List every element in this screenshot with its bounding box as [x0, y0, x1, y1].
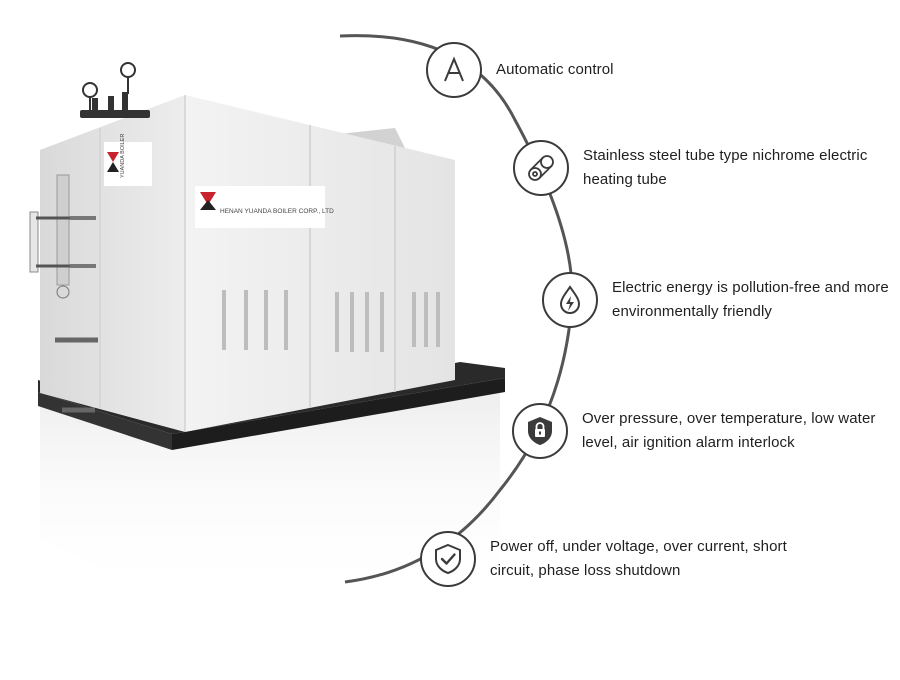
feature-protection-shutdown: Power off, under voltage, over current, …: [420, 531, 810, 587]
water-level-column: [29, 174, 98, 413]
shield-check-icon: [420, 531, 476, 587]
letter-a-icon: [426, 42, 482, 98]
side-brand-plate: YUANDA BOILER: [104, 134, 152, 186]
feature-alarm-interlock: Over pressure, over temperature, low wat…: [512, 403, 892, 459]
feature-automatic-control: Automatic control: [426, 42, 614, 98]
pressure-gauge-left: [82, 82, 98, 98]
lightning-drop-icon: [542, 272, 598, 328]
feature-text: Stainless steel tube type nichrome elect…: [583, 147, 868, 188]
heating-tube-icon: [513, 140, 569, 196]
feature-heating-tube: Stainless steel tube type nichrome elect…: [513, 140, 893, 196]
floor-reflection: [40, 390, 500, 600]
feature-text: Electric energy is pollution-free and mo…: [612, 279, 889, 320]
feature-text: Over pressure, over temperature, low wat…: [582, 410, 876, 451]
front-brand-plate: HENAN YUANDA BOILER CORP., LTD: [195, 186, 334, 228]
feature-pollution-free: Electric energy is pollution-free and mo…: [542, 272, 897, 328]
front-logo-text: HENAN YUANDA BOILER CORP., LTD: [220, 208, 334, 215]
steam-manifold: [80, 62, 150, 118]
feature-text: Automatic control: [496, 61, 614, 78]
pressure-gauge-right: [120, 62, 136, 78]
shield-lock-icon: [512, 403, 568, 459]
side-logo-text: YUANDA BOILER: [120, 134, 126, 178]
feature-text: Power off, under voltage, over current, …: [490, 538, 787, 579]
boiler-front-panel: [185, 95, 455, 432]
vent-slots: [222, 290, 440, 352]
